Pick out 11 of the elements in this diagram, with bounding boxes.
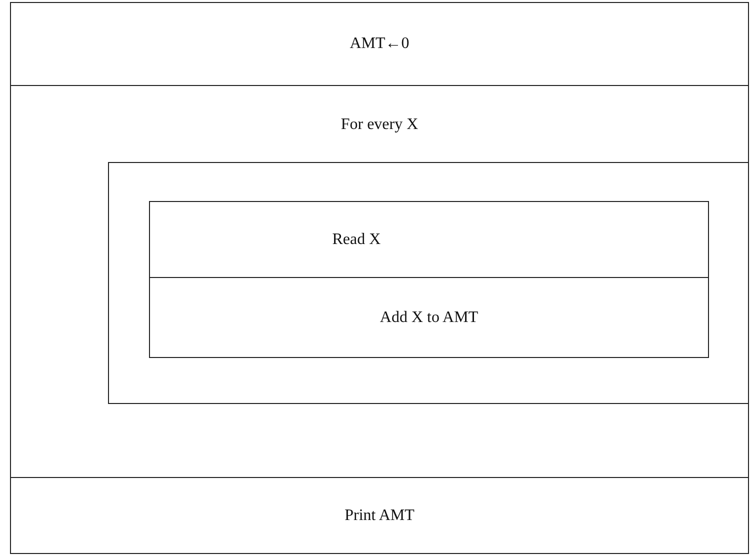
box-text: For every X — [340, 116, 418, 134]
process-box — [149, 201, 709, 278]
process-box — [10, 477, 749, 554]
box-text: AMT←0 — [350, 35, 410, 53]
process-box — [149, 277, 709, 358]
loop-box — [10, 85, 749, 478]
box-text: Print AMT — [344, 506, 414, 524]
box-text: Read X — [332, 230, 381, 248]
process-box — [10, 2, 749, 86]
box-text: Add X to AMT — [380, 308, 478, 326]
loop-body-box — [108, 162, 748, 404]
